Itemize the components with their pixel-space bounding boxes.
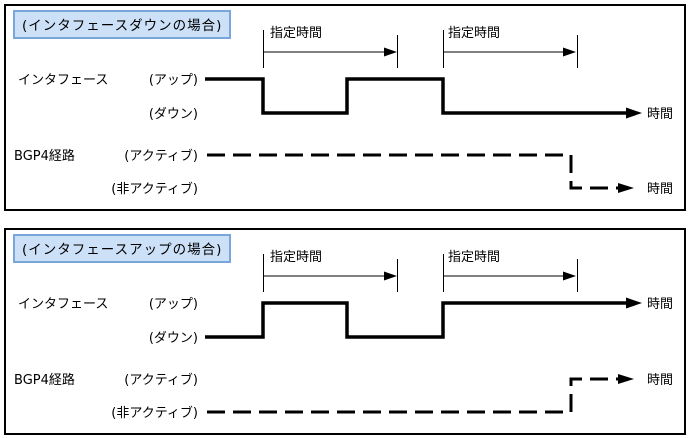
bgp4-route-waveform — [207, 153, 618, 190]
bgp4-active-label: (アクティブ) — [124, 148, 198, 164]
right-arrowhead-icon — [384, 47, 397, 57]
interface-group-label: インタフェース — [18, 297, 108, 312]
bgp4-active-label: (アクティブ) — [124, 372, 198, 388]
right-arrowhead-icon — [563, 271, 576, 281]
panel-title-box: (インタフェースアップの場合) — [13, 234, 232, 263]
interface-down-label: (ダウン) — [149, 107, 198, 122]
time-axis-label-interface: 時間 — [647, 297, 673, 312]
spec-time-label: 指定時間 — [448, 26, 500, 41]
spec-time-arrow-1: 指定時間 — [263, 250, 398, 292]
spec-time-label: 指定時間 — [270, 250, 322, 265]
interface-up-label: (アップ) — [149, 73, 198, 88]
bgp4-inactive-label: (非アクティブ) — [111, 405, 198, 421]
panel-title-text: (インタフェースダウンの場合) — [22, 18, 223, 34]
interface-up-label: (アップ) — [149, 297, 198, 312]
panel-title-text: (インタフェースアップの場合) — [22, 242, 223, 258]
bgp4-group-label: BGP4経路 — [14, 148, 75, 164]
spec-time-arrow-2: 指定時間 — [443, 26, 578, 68]
interface-group-label: インタフェース — [18, 73, 108, 88]
interface-waveform — [205, 77, 626, 115]
panel-title-box: (インタフェースダウンの場合) — [13, 10, 232, 39]
timing-diagram: 指定時間 指定時間 インタフェース (アップ) (ダウン) BGP4経路 (アク… — [14, 250, 673, 421]
panel-interface-down: (インタフェースダウンの場合) 指定時間 指定時間 インタフェース (アップ — [4, 4, 686, 211]
interface-waveform — [205, 301, 626, 339]
time-axis-label-interface: 時間 — [647, 107, 673, 122]
time-axis-label-bgp4: 時間 — [647, 373, 673, 388]
right-arrowhead-icon — [384, 271, 397, 281]
spec-time-arrow-1: 指定時間 — [263, 26, 398, 68]
spec-time-arrow-2: 指定時間 — [443, 250, 578, 292]
time-axis-arrowhead-icon — [618, 183, 634, 193]
spec-time-label: 指定時間 — [448, 250, 500, 265]
time-axis-label-bgp4: 時間 — [647, 182, 673, 197]
bgp4-route-waveform — [207, 377, 618, 414]
interface-down-label: (ダウン) — [149, 331, 198, 346]
bgp4-inactive-label: (非アクティブ) — [111, 181, 198, 197]
time-axis-arrowhead-icon — [618, 374, 634, 384]
time-axis-arrowhead-icon — [626, 297, 642, 309]
timing-diagram: 指定時間 指定時間 インタフェース (アップ) (ダウン) BGP4経路 (アク… — [14, 26, 673, 197]
time-axis-arrowhead-icon — [626, 107, 642, 119]
spec-time-label: 指定時間 — [270, 26, 322, 41]
right-arrowhead-icon — [563, 47, 576, 57]
bgp4-group-label: BGP4経路 — [14, 372, 75, 388]
panel-interface-up: (インタフェースアップの場合) 指定時間 指定時間 インタフェース (アップ — [4, 228, 686, 435]
